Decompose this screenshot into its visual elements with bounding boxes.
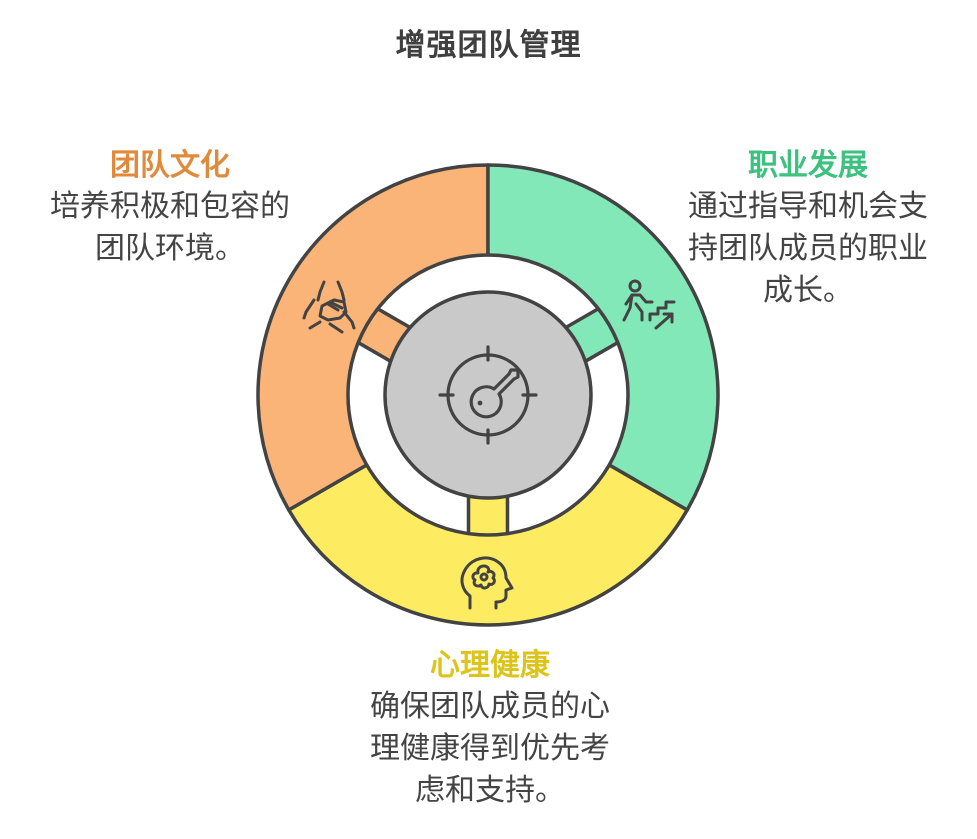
segment-career[interactable] [486, 163, 720, 512]
mental-description-line: 理健康得到优先考 [370, 731, 610, 766]
diagram-title: 增强团队管理 [395, 28, 582, 63]
culture-text-block: 团队文化 培养积极和包容的 团队环境。 [20, 146, 320, 270]
mental-description-line: 虑和支持。 [415, 773, 565, 808]
mental-heading: 心理健康 [430, 648, 550, 683]
culture-description-line: 培养积极和包容的 [50, 189, 290, 224]
team-hands-icon [302, 280, 356, 334]
career-description-line: 成长。 [763, 273, 853, 308]
mind-flower-icon [460, 556, 514, 610]
career-description-line: 通过指导和机会支 [688, 189, 928, 224]
culture-description-line: 团队环境。 [95, 231, 245, 266]
mental-description-line: 确保团队成员的心 [370, 689, 610, 724]
career-heading: 职业发展 [748, 148, 868, 183]
career-text-block: 职业发展 通过指导和机会支 持团队成员的职业 成长。 [658, 146, 958, 312]
climbing-stairs-icon [622, 279, 676, 330]
target-key-icon [438, 345, 538, 445]
center-hub[interactable] [383, 290, 593, 500]
segment-culture[interactable] [256, 163, 490, 512]
culture-heading: 团队文化 [110, 148, 230, 183]
segment-mental[interactable] [287, 463, 689, 627]
career-description-line: 持团队成员的职业 [688, 231, 928, 266]
mental-text-block: 心理健康 确保团队成员的心 理健康得到优先考 虑和支持。 [330, 646, 650, 812]
